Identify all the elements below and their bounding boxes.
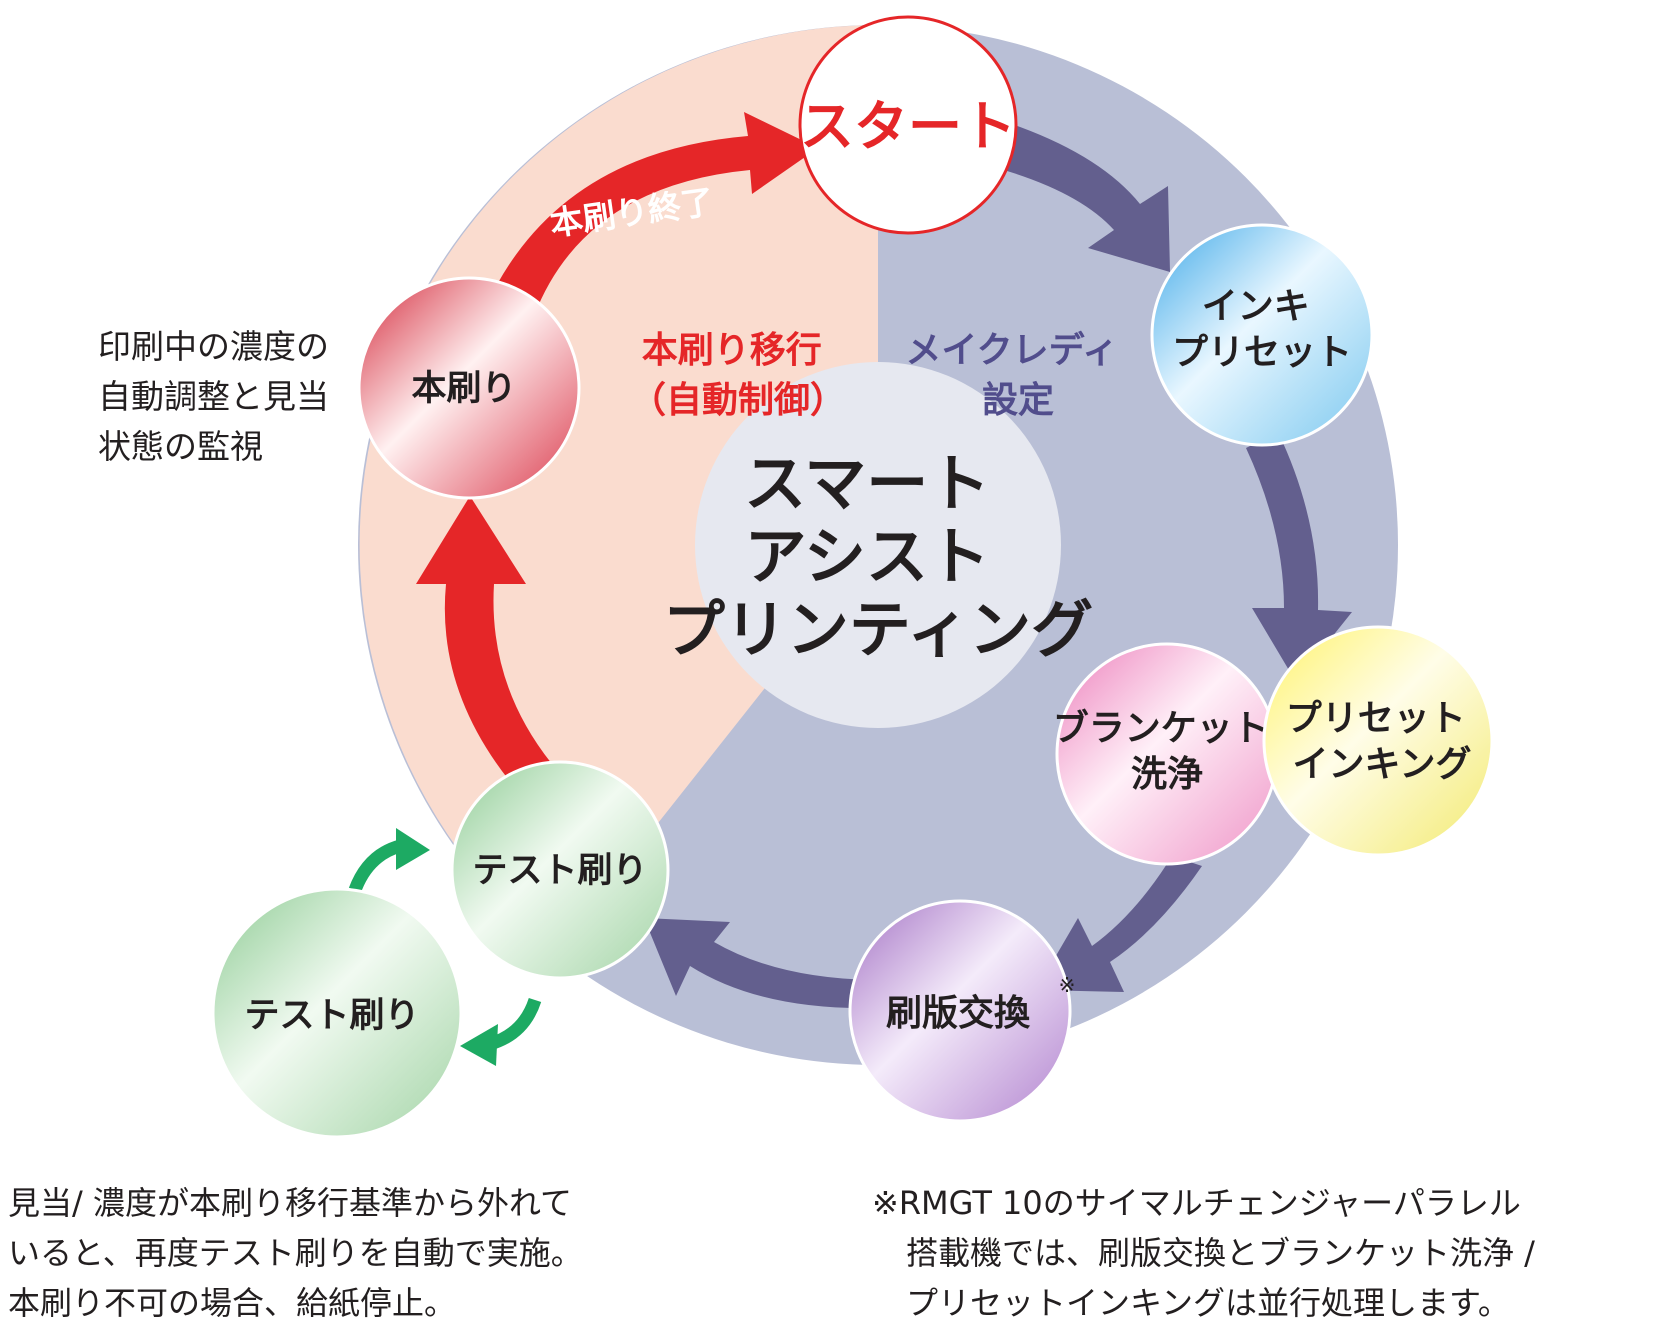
ink-preset-label: インキ プリセット	[1172, 286, 1352, 373]
node-test-print-repeat: テスト刷り	[211, 887, 463, 1139]
production-arrows	[416, 112, 818, 784]
plate-change-footnote-mark: ※	[1059, 973, 1076, 997]
production-monitoring-line: 自動調整と見当	[98, 377, 329, 416]
blanket-wash-label: ブランケット 洗浄	[1053, 707, 1282, 795]
makeready-label: メイクレディ 設定	[905, 329, 1130, 421]
repeat-up-head	[396, 828, 430, 870]
footnote-line: 搭載機では、刷版交換とブランケット洗浄 /	[906, 1234, 1535, 1272]
node-ink-preset: インキ プリセット	[1150, 223, 1374, 447]
test-repeat-line: 見当/ 濃度が本刷り移行基準から外れて	[8, 1184, 572, 1222]
node-test-print-main: テスト刷り	[450, 760, 670, 980]
footnote-line: プリセットインキングは並行処理します。	[906, 1284, 1510, 1322]
makeready-arrows	[644, 120, 1352, 1009]
preset-inking-label: プリセット インキング	[1286, 698, 1479, 785]
test-print-repeat-label: テスト刷り	[244, 996, 419, 1036]
arrow-ink-to-preset	[1246, 432, 1352, 682]
test-print-main-label: テスト刷り	[472, 851, 647, 891]
repeat-arrow-heads	[396, 828, 498, 1066]
footnote: ※RMGT 10のサイマルチェンジャーパラレル 搭載機では、刷版交換とブランケッ…	[872, 1178, 1535, 1328]
arrow-repeat-up	[348, 839, 403, 893]
center-title: スマート アシスト プリンティング	[663, 447, 1093, 666]
plate-change-label: 刷版交換	[886, 992, 1031, 1034]
test-repeat-line: 本刷り不可の場合、給紙停止。	[8, 1284, 457, 1322]
arrow-plate-to-test	[644, 918, 872, 1009]
node-start: スタート	[798, 15, 1018, 235]
test-repeat-note: 見当/ 濃度が本刷り移行基準から外れて いると、再度テスト刷りを自動で実施。 本…	[8, 1178, 583, 1328]
production-transition-label: 本刷り移行 （自動制御）	[630, 330, 846, 421]
node-production-print: 本刷り	[357, 276, 581, 500]
node-blanket-wash: ブランケット 洗浄	[1053, 642, 1282, 866]
production-print-label: 本刷り	[411, 369, 516, 409]
start-label: スタート	[800, 95, 1016, 158]
arrow-production-to-start	[488, 112, 818, 316]
arrow-test-to-production	[416, 496, 552, 784]
production-monitoring-line: 状態の監視	[98, 427, 263, 466]
footnote-line: ※RMGT 10のサイマルチェンジャーパラレル	[872, 1184, 1521, 1222]
test-repeat-line: いると、再度テスト刷りを自動で実施。	[8, 1234, 583, 1272]
center-circle	[695, 362, 1061, 728]
node-plate-change: 刷版交換 ※	[848, 899, 1076, 1123]
production-monitoring-note: 印刷中の濃度の 自動調整と見当 状態の監視	[98, 322, 329, 472]
arrow-start-to-ink	[990, 120, 1170, 272]
node-preset-inking: プリセット インキング	[1262, 625, 1494, 857]
repeat-down-head	[460, 1024, 498, 1066]
arrow-preset-to-plate	[1036, 856, 1202, 992]
production-monitoring-line: 印刷中の濃度の	[98, 327, 329, 366]
